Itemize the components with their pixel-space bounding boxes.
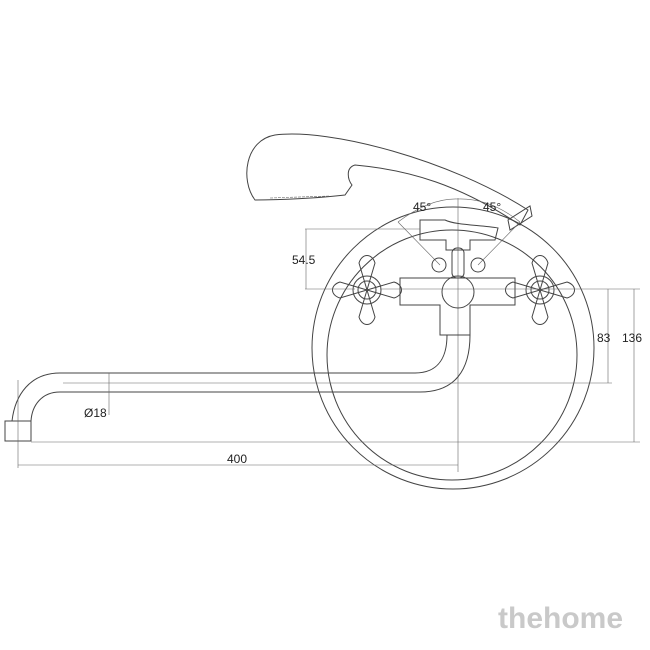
label-angle-left: 45° [413, 200, 431, 214]
angle-ray-right [477, 221, 521, 266]
shower-holder [419, 219, 499, 251]
shower-hose-connector [507, 205, 533, 231]
label-83: 83 [597, 331, 611, 345]
label-diameter: Ø18 [84, 406, 107, 420]
spout-bend [11, 372, 61, 422]
label-54-5: 54.5 [292, 253, 316, 267]
label-angle-right: 45° [483, 200, 501, 214]
angle-arc-right [457, 198, 521, 223]
label-136: 136 [622, 331, 642, 345]
diverter-stem [451, 247, 465, 279]
angle-ray-left [397, 221, 441, 266]
shower-head [246, 133, 529, 226]
shower-nozzles [269, 195, 331, 199]
spout-bottom-edge [60, 334, 471, 393]
diverter-left-knob [431, 257, 447, 273]
angle-arc-left [397, 198, 459, 223]
diverter-right-knob [470, 257, 486, 273]
hose-outer [311, 206, 595, 490]
watermark-logo: thehome [498, 602, 623, 635]
left-cross-handle [332, 255, 402, 325]
mixer-body [399, 277, 516, 336]
label-400: 400 [227, 452, 247, 466]
hose-inner [326, 229, 578, 481]
spout-top-edge [60, 334, 448, 374]
right-cross-handle [505, 255, 575, 325]
diverter-knob [441, 275, 475, 309]
